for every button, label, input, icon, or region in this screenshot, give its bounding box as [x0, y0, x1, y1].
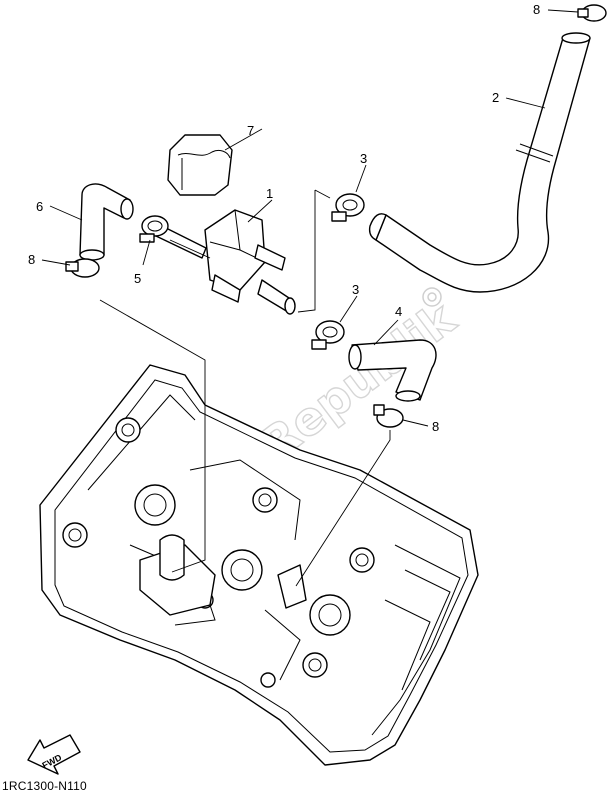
- fwd-arrow-icon: FWD: [27, 734, 81, 775]
- assembly-lines: [99, 189, 391, 587]
- part-1-air-cut-valve: [155, 209, 296, 315]
- callout-5: 5: [134, 271, 141, 286]
- callout-6: 6: [36, 199, 43, 214]
- watermark-gear-icon: [422, 287, 442, 307]
- leader-lines: [41, 9, 579, 427]
- part-5-clamp: [139, 215, 169, 243]
- callout-8-top: 8: [533, 2, 540, 17]
- part-8-clamp-left: [65, 258, 100, 278]
- part-8-clamp-top: [577, 4, 607, 22]
- callouts: 8 2 7 1 3 6 8 5 3 4 8: [28, 2, 540, 434]
- part-3-clamp-lower: [311, 320, 345, 350]
- callout-4: 4: [395, 304, 402, 319]
- callout-1: 1: [266, 186, 273, 201]
- callout-8-left: 8: [28, 252, 35, 267]
- callout-2: 2: [492, 90, 499, 105]
- part-7-rubber-cover: [167, 134, 233, 196]
- part-8-clamp-right: [373, 404, 404, 428]
- callout-3-upper: 3: [360, 151, 367, 166]
- part-4-hose: [348, 339, 437, 402]
- part-6-elbow-hose: [79, 183, 134, 261]
- callout-7: 7: [247, 123, 254, 138]
- callout-8-right: 8: [432, 419, 439, 434]
- callout-3-lower: 3: [352, 282, 359, 297]
- cylinder-head-cover: [39, 364, 479, 766]
- part-2-hose: [368, 32, 591, 293]
- drawing-code: 1RC1300-N110: [2, 779, 87, 793]
- part-3-clamp-upper: [331, 193, 365, 222]
